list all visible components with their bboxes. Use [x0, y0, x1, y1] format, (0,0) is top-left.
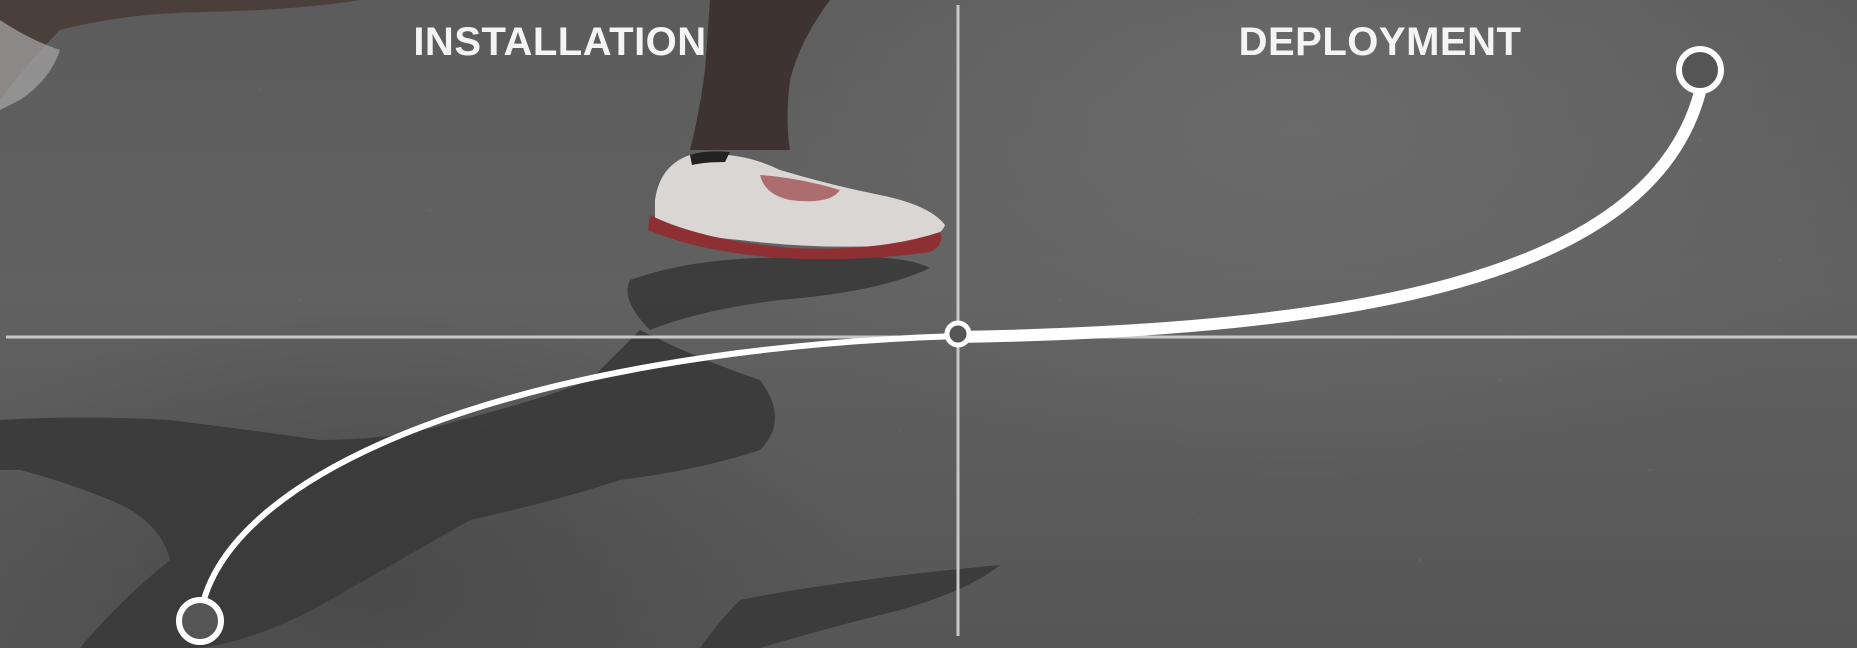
start-node: [179, 600, 221, 642]
deployment-curve: [958, 92, 1700, 337]
end-node: [1679, 49, 1721, 91]
center-node: [947, 323, 969, 345]
deployment-label: DEPLOYMENT: [1200, 14, 1560, 70]
installation-label: INSTALLATION: [380, 14, 740, 70]
installation-curve: [200, 336, 958, 618]
